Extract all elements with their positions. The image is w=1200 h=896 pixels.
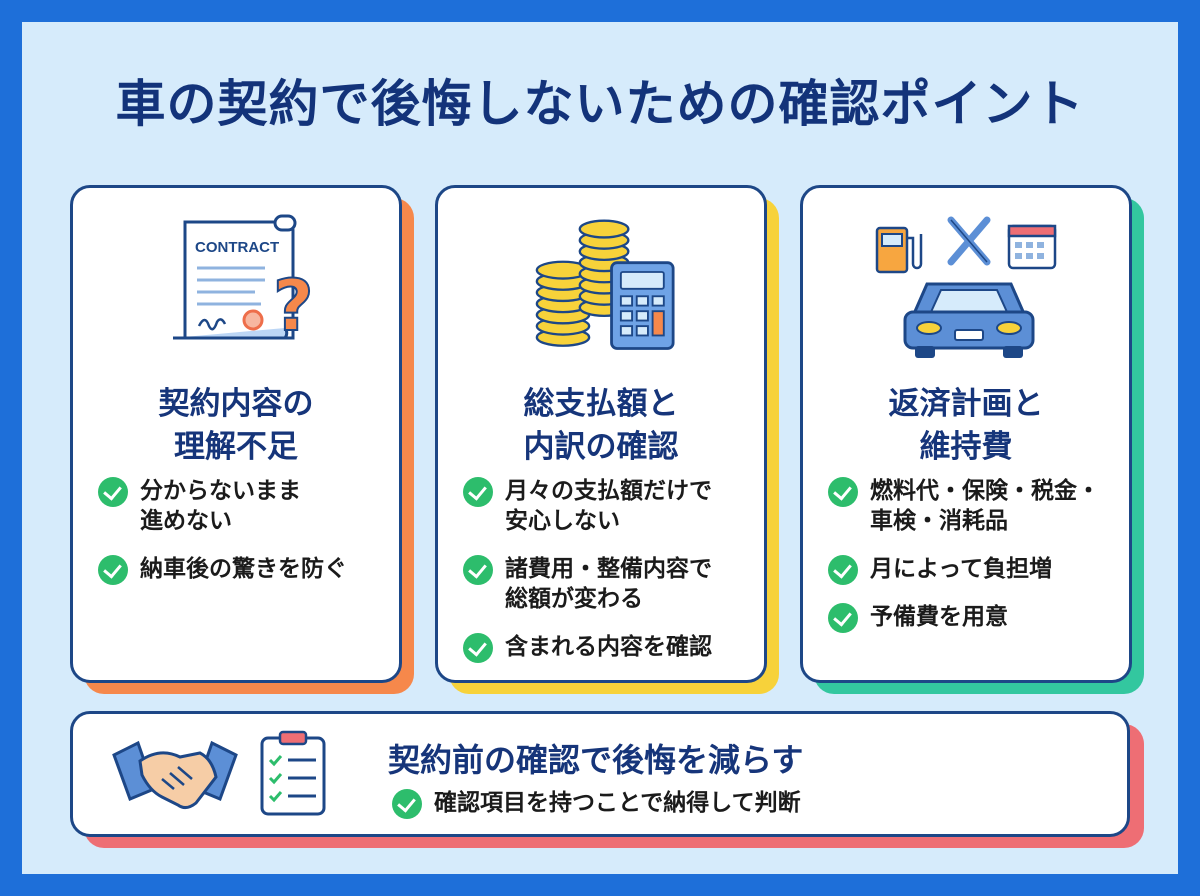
item-text-line2: 総額が変わる: [505, 586, 643, 612]
card-heading-line1: 総支払額と: [523, 386, 679, 422]
item-text-line1: 分からないまま: [140, 478, 301, 504]
item-text-line1: 納車後の驚きを防ぐ: [140, 556, 347, 582]
item-text-line1: 含まれる内容を確認: [505, 634, 712, 660]
summary-banner: [70, 711, 1130, 837]
card-heading-line2: 理解不足: [174, 429, 298, 465]
check-icon: [463, 633, 493, 663]
item-text-line2: 安心しない: [505, 508, 620, 534]
item-text-line1: 月々の支払額だけで: [505, 478, 712, 504]
list-item: 諸費用・整備内容で 総額が変わる: [463, 554, 754, 614]
checklist-clipboard-icon: [260, 730, 326, 816]
coins-calculator-icon: [535, 219, 675, 350]
check-icon: [828, 555, 858, 585]
item-text-line1: 燃料代・保険・税金・: [870, 478, 1100, 504]
contract-document-question-icon: CONTRACT ?: [173, 214, 315, 348]
car-maintenance-icon: [875, 216, 1057, 358]
card-contract-understanding: CONTRACT ? 契約内容の 理解不足 分からないまま 進めない 納車後の驚…: [70, 185, 402, 683]
item-text-line1: 予備費を用意: [870, 604, 1008, 630]
list-item: 月々の支払額だけで 安心しない: [463, 476, 754, 536]
list-item: 燃料代・保険・税金・ 車検・消耗品: [828, 476, 1119, 536]
banner-item-text: 確認項目を持つことで納得して判断: [434, 790, 801, 816]
check-icon: [463, 477, 493, 507]
car-icon: [903, 282, 1035, 358]
list-item: 含まれる内容を確認: [463, 632, 754, 663]
check-icon: [828, 603, 858, 633]
card-repayment-plan: 返済計画と 維持費 燃料代・保険・税金・ 車検・消耗品 月によって負担増 予備費…: [800, 185, 1132, 683]
check-icon: [463, 555, 493, 585]
check-icon: [98, 555, 128, 585]
card-heading-line2: 内訳の確認: [523, 429, 679, 465]
card-heading-line1: 契約内容の: [158, 386, 314, 422]
calendar-icon: [1007, 224, 1057, 270]
card-heading-line2: 維持費: [919, 429, 1013, 465]
contract-label: CONTRACT: [195, 239, 279, 256]
card-total-payment: 総支払額と 内訳の確認 月々の支払額だけで 安心しない 諸費用・整備内容で 総額…: [435, 185, 767, 683]
item-text-line1: 月によって負担増: [870, 556, 1053, 582]
card-heading-line1: 返済計画と: [888, 386, 1044, 422]
item-text-line2: 車検・消耗品: [870, 508, 1008, 534]
banner-heading: 契約前の確認で後悔を減らす: [388, 741, 804, 779]
list-item: 納車後の驚きを防ぐ: [98, 554, 389, 585]
handshake-icon: [112, 740, 238, 810]
check-icon: [98, 477, 128, 507]
check-icon: [392, 789, 422, 819]
item-text-line1: 諸費用・整備内容で: [505, 556, 712, 582]
list-item: 分からないまま 進めない: [98, 476, 389, 536]
list-item: 予備費を用意: [828, 602, 1119, 633]
list-item: 月によって負担増: [828, 554, 1119, 585]
item-text-line2: 進めない: [140, 508, 232, 534]
page-title: 車の契約で後悔しないための確認ポイント: [115, 75, 1085, 133]
banner-list-item: 確認項目を持つことで納得して判断: [392, 788, 801, 819]
check-icon: [828, 477, 858, 507]
wrench-icon: [947, 216, 991, 266]
svg-text:?: ?: [273, 265, 314, 347]
